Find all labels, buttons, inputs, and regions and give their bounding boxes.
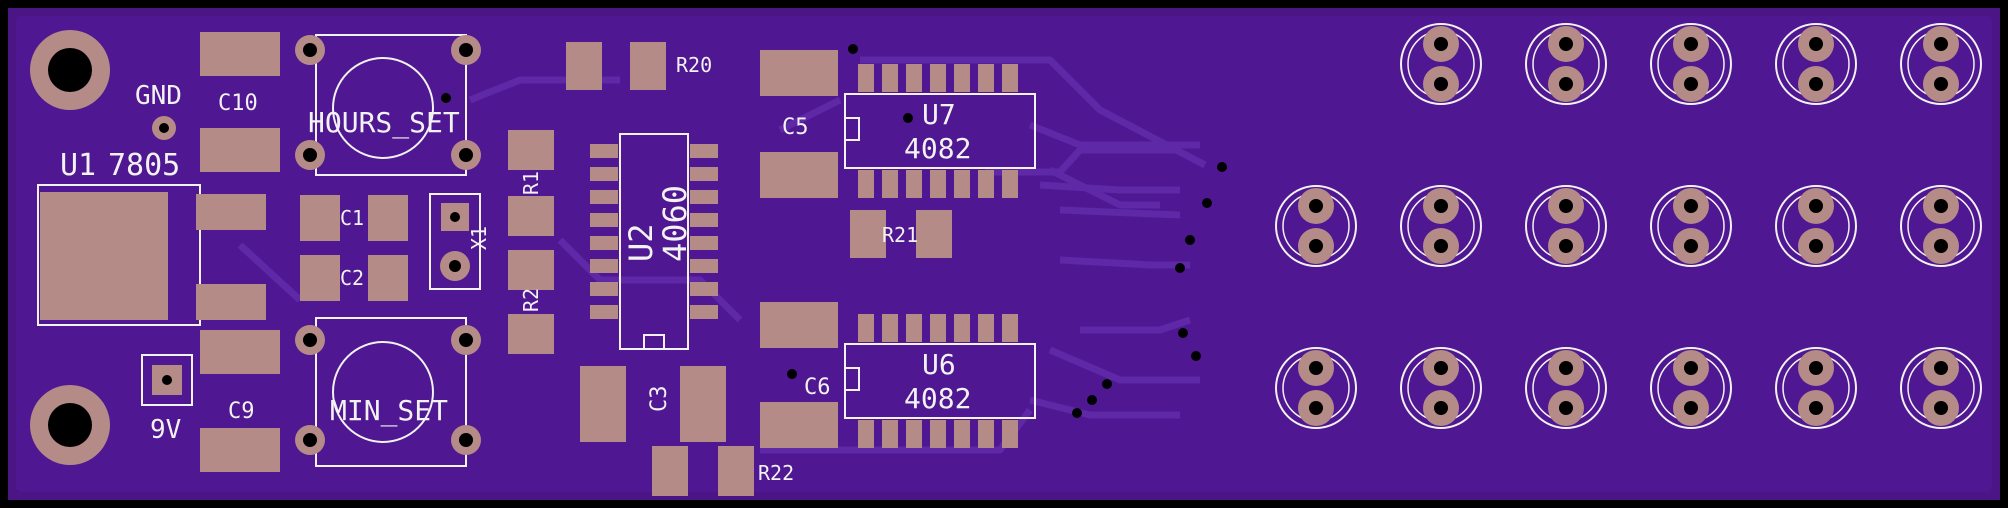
led-footprint [1650,23,1732,105]
x1-label: X1 [467,226,491,250]
led-footprint [1525,347,1607,429]
nine-v-label: 9V [150,415,181,445]
c1-label: C1 [340,206,364,230]
r22-label: R22 [758,461,794,485]
c1-pad-2 [368,195,408,241]
u6-ic: U6 4082 [844,314,1036,448]
led-footprint [1275,347,1357,429]
u1-pad-3 [196,284,266,320]
u1-tab-pad [40,192,168,320]
c5-pad-2 [760,152,838,198]
u1-ref: U1 [60,148,96,183]
led-footprint [1400,347,1482,429]
u2-ref: U2 [622,223,660,262]
c3-pad-1 [580,366,626,442]
c2-pad-1 [300,255,340,301]
led-footprint [1775,185,1857,267]
c1-pad-1 [300,195,340,241]
u1-value: 7805 [108,148,180,183]
c6-pad-1 [760,302,838,348]
traces [237,56,1207,454]
led-footprint [1775,23,1857,105]
u2-ic: U2 4060 [590,133,718,350]
r20-pad-2 [630,42,666,90]
led-footprint [1275,185,1357,267]
r2-label: R2 [519,288,543,312]
r21-label: R21 [882,223,918,247]
min-set-switch: MIN_SET [295,317,481,467]
c5-label: C5 [782,115,809,140]
mounting-hole-bottom [30,385,110,465]
led-footprint [1400,185,1482,267]
r21-pad-2 [916,210,952,258]
led-footprint [1900,23,1982,105]
u1-pad-1 [196,194,266,230]
r20-label: R20 [676,53,712,77]
c9-label: C9 [228,399,255,424]
led-footprint [1900,347,1982,429]
min-set-label: MIN_SET [330,394,448,428]
mounting-hole-top [30,30,110,110]
c2-label: C2 [340,266,364,290]
c9-pad-1 [200,330,280,374]
r22-pad-2 [718,446,754,496]
c10-pad-2 [200,128,280,172]
led-footprint [1650,347,1732,429]
r2-pad-2 [508,314,554,354]
led-footprint [1775,347,1857,429]
u6-value: 4082 [904,382,971,415]
hours-set-label: HOURS_SET [308,106,460,140]
r2-pad-1 [508,250,554,290]
c5-pad-1 [760,50,838,96]
u2-value: 4060 [656,185,694,262]
u6-ref: U6 [922,348,956,381]
u7-ic: U7 4082 [844,64,1036,198]
c6-label: C6 [804,375,831,400]
vias [441,44,1227,418]
led-footprint [1650,185,1732,267]
led-footprint [1525,185,1607,267]
c3-pad-2 [680,366,726,442]
u7-ref: U7 [922,98,956,131]
r1-pad-2 [508,196,554,236]
r1-pad-1 [508,130,554,170]
u7-value: 4082 [904,132,971,165]
r21-pad-1 [850,210,886,258]
gnd-label: GND [135,81,182,111]
led-footprint [1400,23,1482,105]
c10-pad-1 [200,32,280,76]
hours-set-switch: HOURS_SET [295,34,481,176]
led-grid [1275,23,1982,429]
c6-pad-2 [760,402,838,448]
c3-label: C3 [647,386,672,413]
led-footprint [1525,23,1607,105]
c10-label: C10 [218,91,258,116]
c9-pad-2 [200,428,280,472]
r1-label: R1 [519,171,543,195]
led-footprint [1900,185,1982,267]
r20-pad-1 [566,42,602,90]
c2-pad-2 [368,255,408,301]
r22-pad-1 [652,446,688,496]
